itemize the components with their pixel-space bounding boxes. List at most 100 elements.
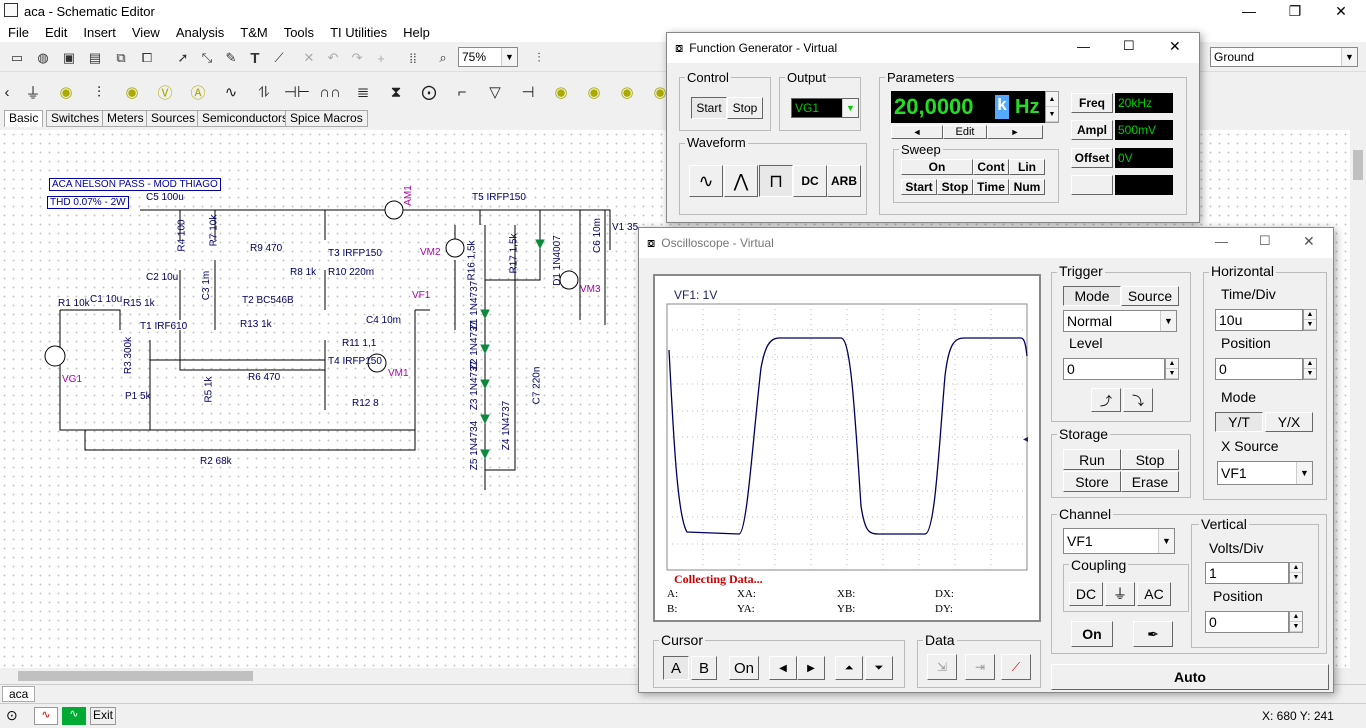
delete-icon[interactable]: ✕ xyxy=(303,50,315,65)
coupling-gnd-button[interactable]: ⏚ xyxy=(1105,582,1135,606)
coupled-inductor-icon[interactable]: ⧗ xyxy=(390,83,402,101)
auto-button[interactable]: Auto xyxy=(1051,664,1329,690)
draw-icon[interactable]: ⟋ xyxy=(274,50,284,65)
data-chart-icon[interactable]: ⟋ xyxy=(1001,654,1031,680)
fg-dc-button[interactable]: DC xyxy=(793,165,827,197)
probe-icon[interactable]: ✒ xyxy=(1133,621,1173,647)
transformer2-icon[interactable]: ⨀ xyxy=(421,84,437,101)
cursor-right-icon[interactable]: ▶ xyxy=(797,656,825,680)
exit-button[interactable]: Exit xyxy=(90,707,116,725)
new-file-icon[interactable]: ▭ xyxy=(10,50,24,65)
cursor-b-button[interactable]: B xyxy=(691,656,717,680)
fg-sweep-num-button[interactable]: Num xyxy=(1009,179,1045,195)
trigger-marker-icon[interactable]: ◂ xyxy=(1023,434,1029,445)
menu-tools[interactable]: Tools xyxy=(283,24,315,40)
tab-meters[interactable]: Meters xyxy=(102,110,149,127)
ground-select[interactable]: Ground ▼ xyxy=(1210,47,1358,67)
redo-icon[interactable]: ↷ xyxy=(351,50,363,65)
select-arrow-icon[interactable]: ➚ xyxy=(177,50,189,65)
ground-icon[interactable]: ⏚ xyxy=(25,84,41,102)
trigger-level-input[interactable]: 0 xyxy=(1063,358,1165,380)
resistor-icon[interactable]: ∿ xyxy=(224,84,238,101)
yt-mode-button[interactable]: Y/T xyxy=(1215,412,1263,432)
scroll-thumb[interactable] xyxy=(18,671,253,681)
wire-icon[interactable]: ⤡ xyxy=(201,50,213,65)
fg-display-prefix[interactable]: k xyxy=(995,95,1009,119)
cursor-on-button[interactable]: On xyxy=(729,656,759,680)
zoom-icon[interactable]: ⌕ xyxy=(439,50,447,65)
switch-icon[interactable]: ⌐ xyxy=(457,83,467,101)
inductor-icon[interactable]: ∩∩ xyxy=(319,83,341,101)
copy-icon[interactable]: ⧉ xyxy=(116,50,126,65)
storage-store-button[interactable]: Store xyxy=(1063,471,1121,492)
print-icon[interactable]: ▤ xyxy=(88,50,102,65)
coupling-dc-button[interactable]: DC xyxy=(1069,582,1103,606)
fg-sweep-on-button[interactable]: On xyxy=(901,159,973,175)
tab-switches[interactable]: Switches xyxy=(46,110,105,127)
rising-edge-icon[interactable]: ⤴ xyxy=(1091,388,1121,412)
tab-semiconductors[interactable]: Semiconductors xyxy=(197,110,294,127)
storage-erase-button[interactable]: Erase xyxy=(1121,471,1179,492)
fg-close-button[interactable]: ✕ xyxy=(1169,38,1181,54)
fg-ampl-button[interactable]: Ampl xyxy=(1071,120,1113,140)
save-icon[interactable]: ▣ xyxy=(62,50,76,65)
fg-left-arrow-button[interactable]: ◄ xyxy=(891,125,943,139)
diode-icon[interactable]: ▽ xyxy=(489,84,501,101)
fg-extra-button[interactable] xyxy=(1071,175,1113,195)
scroll-left-icon[interactable]: ‹ xyxy=(4,83,10,101)
fg-output-select[interactable]: VG1 ▼ xyxy=(791,98,859,118)
voltsdiv-input[interactable]: 1 xyxy=(1205,562,1289,584)
storage-stop-button[interactable]: Stop xyxy=(1121,449,1179,470)
analysis-icon[interactable]: ∿ xyxy=(62,707,86,725)
osc-close-button[interactable]: ✕ xyxy=(1303,233,1315,249)
waveform-icon[interactable]: ∿ xyxy=(34,707,58,725)
channel-select[interactable]: VF1 ▼ xyxy=(1063,528,1175,554)
undo-icon[interactable]: ↶ xyxy=(327,50,339,65)
coupling-ac-button[interactable]: AC xyxy=(1137,582,1171,606)
menu-help[interactable]: Help xyxy=(403,24,430,40)
fg-maximize-button[interactable]: ☐ xyxy=(1123,38,1135,53)
voltmeter-icon[interactable]: Ⓥ xyxy=(157,84,173,102)
falling-edge-icon[interactable]: ⤵ xyxy=(1123,388,1153,412)
fg-freq-button[interactable]: Freq xyxy=(1071,93,1113,113)
minimize-button[interactable]: — xyxy=(1242,3,1256,19)
zoom-select[interactable]: 75% ▼ xyxy=(458,47,518,67)
channel-on-button[interactable]: On xyxy=(1071,621,1113,647)
crosshair-icon[interactable]: + xyxy=(377,50,385,66)
v-position-input[interactable]: 0 xyxy=(1205,611,1289,633)
text-icon[interactable]: T xyxy=(250,49,260,67)
menu-view[interactable]: View xyxy=(131,24,160,40)
cursor-down-icon[interactable]: ⏷ xyxy=(865,656,893,680)
fg-sweep-stop-button[interactable]: Stop xyxy=(937,179,973,195)
fg-edit-button[interactable]: Edit xyxy=(943,125,987,139)
cursor-a-button[interactable]: A xyxy=(663,656,689,680)
cursor-up-icon[interactable]: ⏶ xyxy=(835,656,863,680)
battery-icon[interactable]: ⫶ xyxy=(97,83,101,101)
pen-icon[interactable]: ✎ xyxy=(225,50,237,65)
v-position-spinner[interactable]: ▲▼ xyxy=(1289,611,1303,633)
fg-display-spinner[interactable]: ▲▼ xyxy=(1045,91,1059,123)
timediv-input[interactable]: 10u xyxy=(1215,309,1303,331)
osc-maximize-button[interactable]: ☐ xyxy=(1259,233,1271,248)
h-position-input[interactable]: 0 xyxy=(1215,358,1303,380)
fg-offset-button[interactable]: Offset xyxy=(1071,148,1113,168)
voltsdiv-spinner[interactable]: ▲▼ xyxy=(1289,562,1303,584)
fg-start-button[interactable]: Start xyxy=(691,97,727,119)
fg-sweep-time-button[interactable]: Time xyxy=(973,179,1009,195)
tab-sources[interactable]: Sources xyxy=(146,110,201,127)
potentiometer-icon[interactable]: ⥮ xyxy=(258,83,270,101)
analysis-icon[interactable]: ⫶ xyxy=(537,50,541,65)
menu-analysis[interactable]: Analysis xyxy=(175,24,225,40)
schematic-thd-box[interactable]: THD 0.07% - 2W xyxy=(47,196,129,209)
xsource-select[interactable]: VF1 ▼ xyxy=(1217,461,1313,485)
triangle-wave-icon[interactable]: ⋀ xyxy=(724,165,758,197)
fg-minimize-button[interactable]: — xyxy=(1077,39,1090,54)
square-wave-icon[interactable]: ⊓ xyxy=(759,165,793,197)
menu-ti-utilities[interactable]: TI Utilities xyxy=(330,24,388,40)
menu-insert[interactable]: Insert xyxy=(83,24,116,40)
status-icon-1[interactable]: ⊙ xyxy=(6,707,18,723)
macro-source-icon[interactable]: ◉ xyxy=(653,84,667,101)
trigger-mode-select[interactable]: Normal ▼ xyxy=(1063,310,1177,332)
tab-spice-macros[interactable]: Spice Macros xyxy=(285,110,368,127)
data-export-icon[interactable]: ⇥ xyxy=(965,654,995,680)
